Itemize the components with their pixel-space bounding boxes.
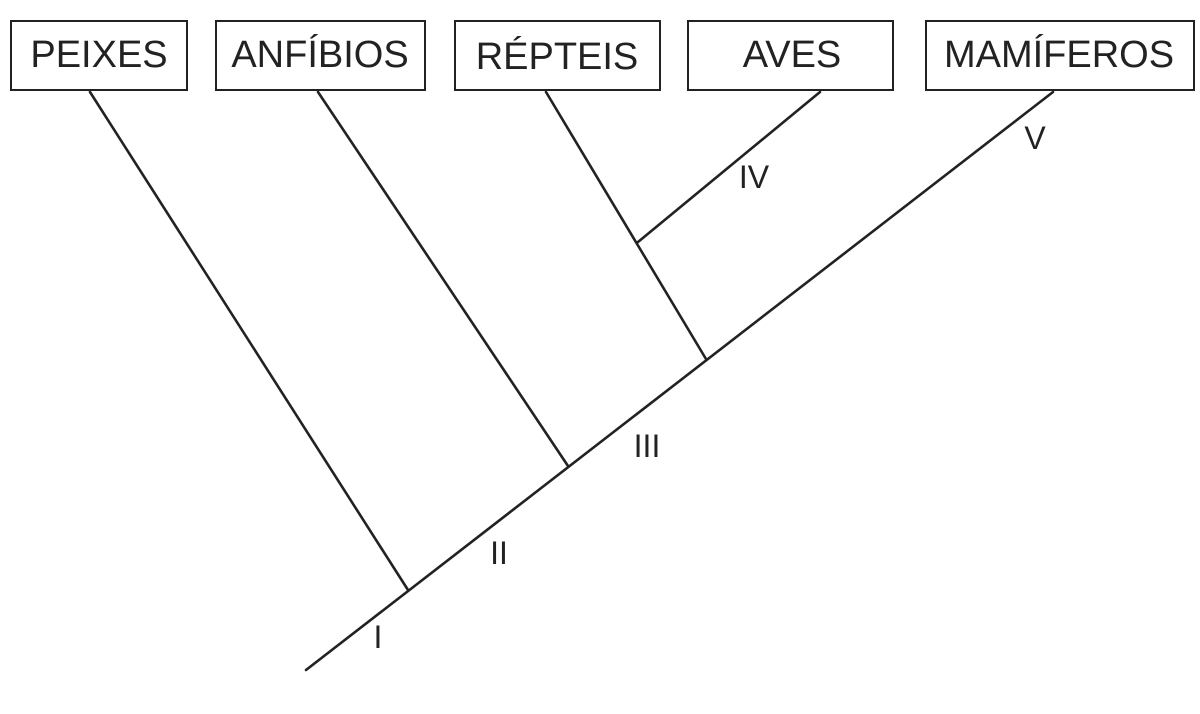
main-trunk-branch xyxy=(304,90,1055,672)
taxon-box-anfibios: ANFÍBIOS xyxy=(215,20,426,91)
aves-branch xyxy=(636,90,822,244)
taxon-box-aves: AVES xyxy=(687,20,894,91)
taxon-box-mamiferos: MAMÍFEROS xyxy=(925,20,1195,91)
peixes-branch xyxy=(88,90,410,592)
repteis-branch xyxy=(544,90,708,361)
taxon-label-aves: AVES xyxy=(743,34,842,76)
taxon-label-anfibios: ANFÍBIOS xyxy=(231,33,408,76)
taxon-box-peixes: PEIXES xyxy=(10,20,188,91)
taxon-label-peixes: PEIXES xyxy=(30,34,167,76)
anfibios-branch xyxy=(316,90,570,468)
node-label-iv: IV xyxy=(739,159,770,195)
node-label-v: V xyxy=(1024,120,1046,156)
node-label-iii: III xyxy=(634,428,661,464)
taxon-box-repteis: RÉPTEIS xyxy=(454,20,661,91)
taxon-label-mamiferos: MAMÍFEROS xyxy=(944,33,1174,76)
node-label-i: I xyxy=(374,619,383,655)
node-label-ii: II xyxy=(490,535,508,571)
taxon-label-repteis: RÉPTEIS xyxy=(476,35,639,78)
